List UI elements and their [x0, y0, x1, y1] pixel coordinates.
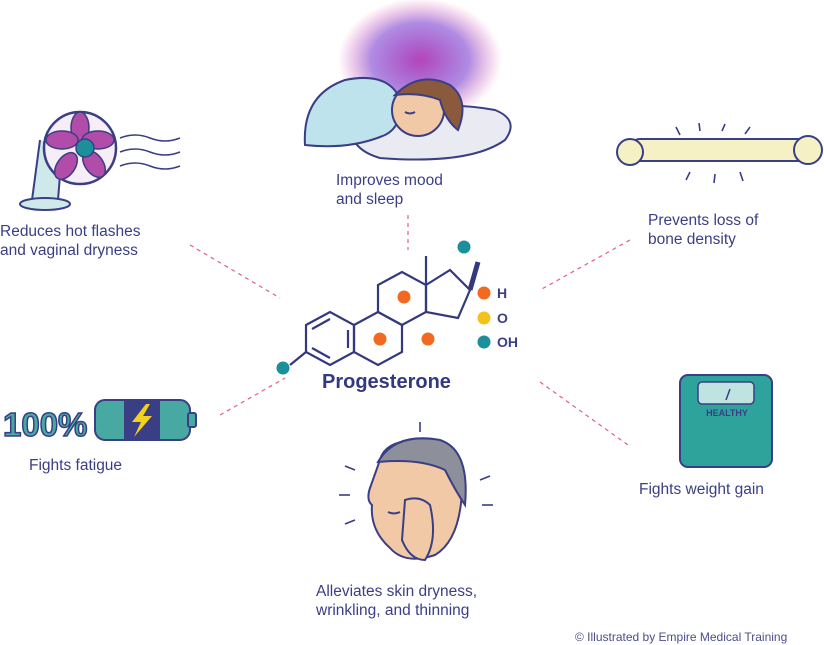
benefit-hot-flashes-line2: and vaginal dryness [0, 242, 138, 259]
molecule-structure [289, 256, 481, 367]
battery-icon [94, 399, 197, 441]
connector-bone [539, 239, 631, 291]
fan-icon [19, 110, 181, 211]
illustration-credit: © Illustrated by Empire Medical Training [575, 630, 788, 644]
legend-label-o: O [497, 310, 508, 326]
molecule-atoms [276, 240, 471, 375]
benefit-mood-line2: and sleep [336, 191, 404, 208]
benefit-mood-line1: Improves mood [336, 172, 443, 189]
center-title: Progesterone [322, 371, 451, 393]
benefit-skin-line2: wrinkling, and thinning [316, 602, 470, 619]
battery-percent-text: 100% [3, 406, 87, 443]
benefit-skin-label: Alleviates skin dryness, wrinkling, and … [316, 582, 477, 620]
benefit-bone-line1: Prevents loss of [648, 212, 759, 229]
legend-label-oh: OH [497, 334, 518, 350]
benefit-fatigue-label: Fights fatigue [29, 457, 123, 474]
benefit-hot-flashes-label: Reduces hot flashes and vaginal dryness [0, 222, 140, 260]
man-face-icon [339, 422, 493, 562]
connector-weight [539, 381, 629, 446]
benefit-bone-line2: bone density [648, 231, 736, 248]
legend-dot-o [477, 311, 491, 325]
scale-icon [679, 374, 773, 468]
benefit-weight-label: Fights weight gain [639, 481, 764, 498]
connector-fatigue [219, 377, 286, 416]
benefit-bone-label: Prevents loss of bone density [648, 211, 758, 249]
connector-hot-flashes [189, 244, 281, 299]
legend-dot-h [477, 286, 491, 300]
connector-lines [189, 215, 631, 446]
scale-label: HEALTHY [706, 408, 748, 418]
bone-icon [616, 122, 823, 184]
benefit-skin-line1: Alleviates skin dryness, [316, 583, 478, 600]
legend-label-h: H [497, 285, 508, 301]
benefit-hot-flashes-line1: Reduces hot flashes [0, 223, 141, 240]
sleeping-woman-icon [303, 0, 512, 161]
benefit-mood-label: Improves mood and sleep [336, 171, 443, 209]
legend-dot-oh [477, 335, 491, 349]
